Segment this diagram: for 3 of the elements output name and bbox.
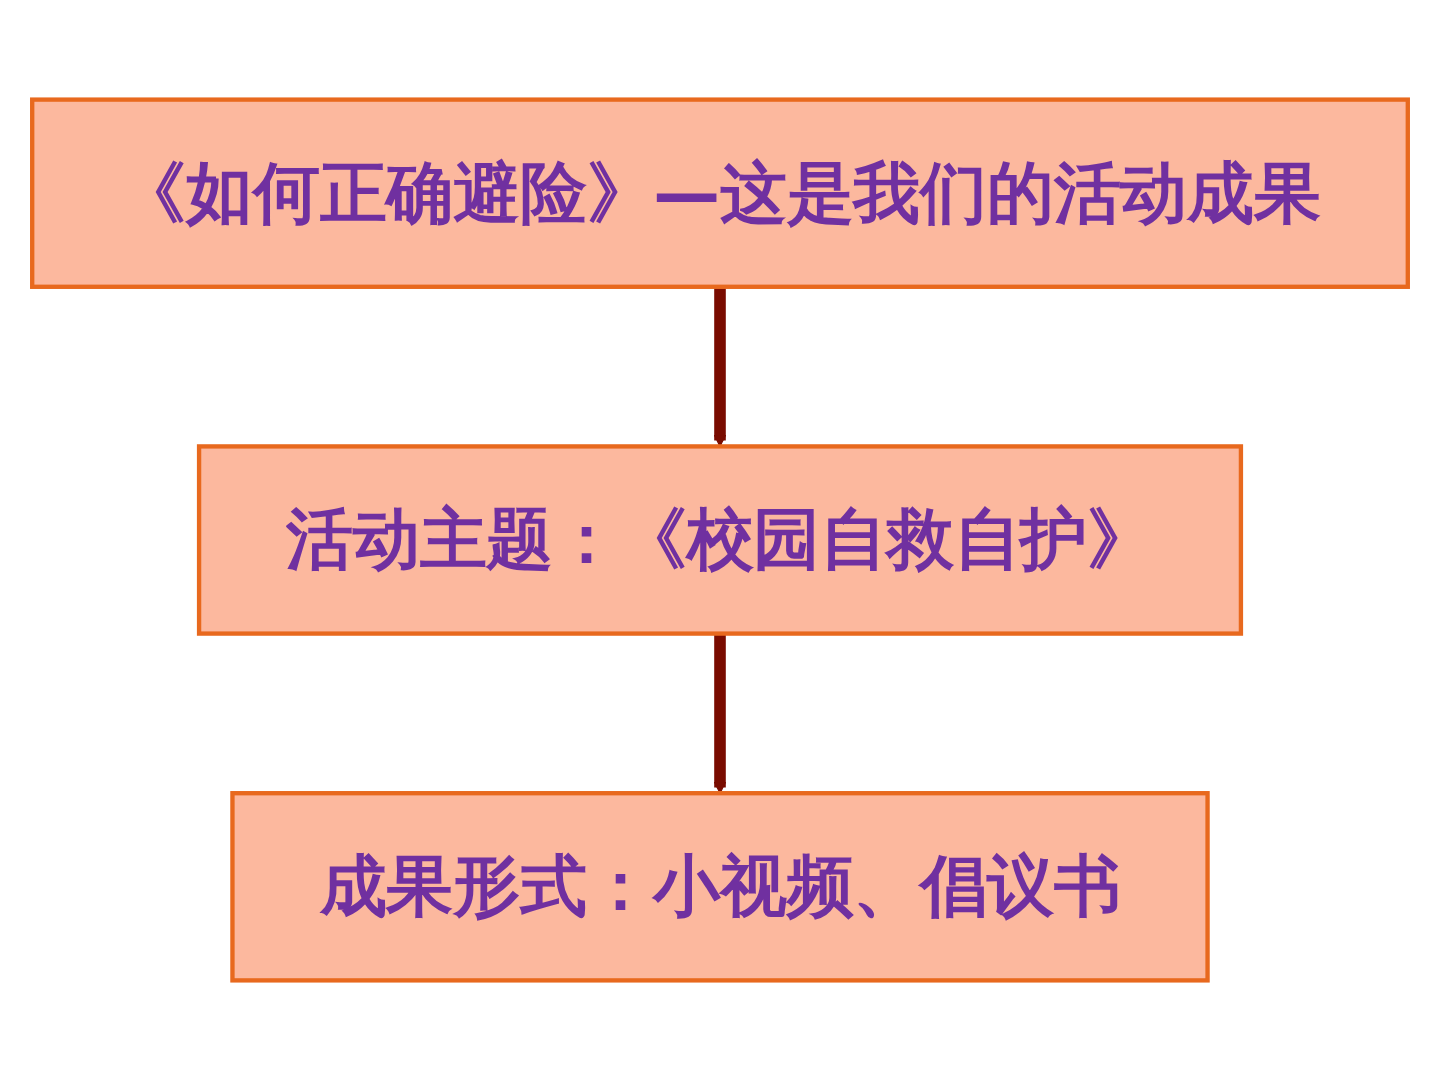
node-box: 成果形式：小视频、倡议书 [230,791,1210,983]
node-box: 活动主题：《校园自救自护》 [196,444,1244,636]
node-box: 《如何正确避险》—这是我们的活动成果 [30,97,1410,289]
